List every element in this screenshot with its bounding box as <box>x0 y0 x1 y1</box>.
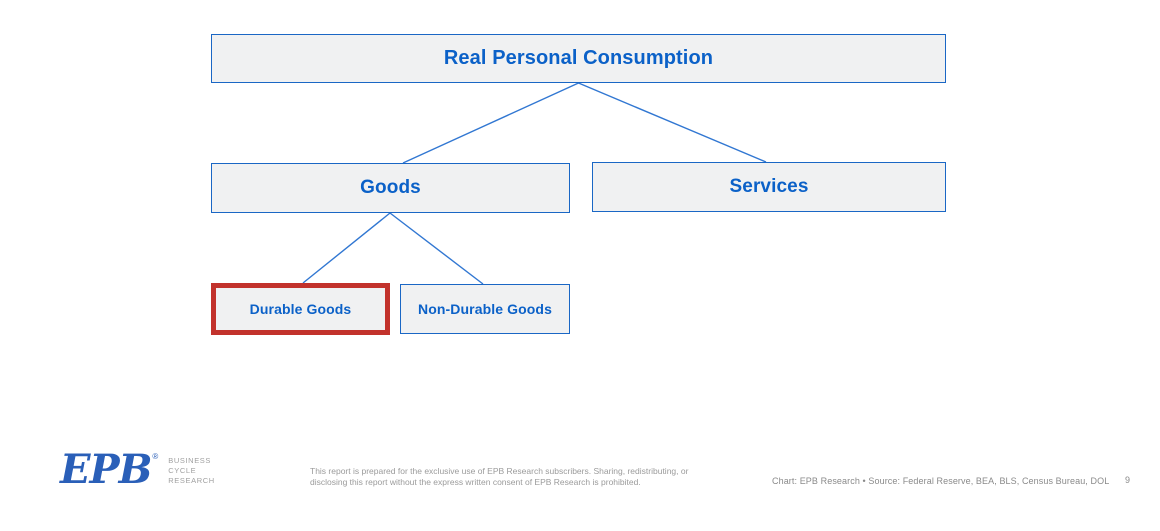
connector-root-goods <box>402 82 579 164</box>
disclaimer-text: This report is prepared for the exclusiv… <box>310 466 688 488</box>
node-real-personal-consumption: Real Personal Consumption <box>211 34 946 83</box>
logo-org-line: CYCLE <box>168 466 197 475</box>
disclaimer-line: This report is prepared for the exclusiv… <box>310 466 689 476</box>
node-goods: Goods <box>211 163 570 213</box>
disclaimer-line: disclosing this report without the expre… <box>310 477 641 487</box>
node-label: Services <box>729 176 809 197</box>
logo-org-line: BUSINESS <box>168 456 212 465</box>
connector-goods-nondurable <box>389 212 484 285</box>
page-number: 9 <box>1125 475 1131 485</box>
connector-goods-durable <box>302 212 391 284</box>
node-durable-goods-highlighted: Durable Goods <box>211 283 390 335</box>
node-label: Goods <box>360 177 421 198</box>
chart-source-credit: Chart: EPB Research • Source: Federal Re… <box>772 476 1110 486</box>
logo-org-caption: BUSINESS CYCLE RESEARCH <box>168 456 214 486</box>
slide-footer: EPB ® BUSINESS CYCLE RESEARCH This repor… <box>0 445 1160 505</box>
registered-trademark-mark: ® <box>152 452 159 461</box>
node-services: Services <box>592 162 946 212</box>
node-label: Real Personal Consumption <box>443 47 714 69</box>
node-label: Durable Goods <box>249 301 352 317</box>
node-label: Non-Durable Goods <box>418 301 552 317</box>
connector-root-services <box>578 82 767 163</box>
epb-logo: EPB ® BUSINESS CYCLE RESEARCH <box>60 450 215 490</box>
epb-logo-wordmark: EPB <box>60 446 152 493</box>
node-non-durable-goods: Non-Durable Goods <box>400 284 570 334</box>
logo-org-line: RESEARCH <box>168 476 215 485</box>
